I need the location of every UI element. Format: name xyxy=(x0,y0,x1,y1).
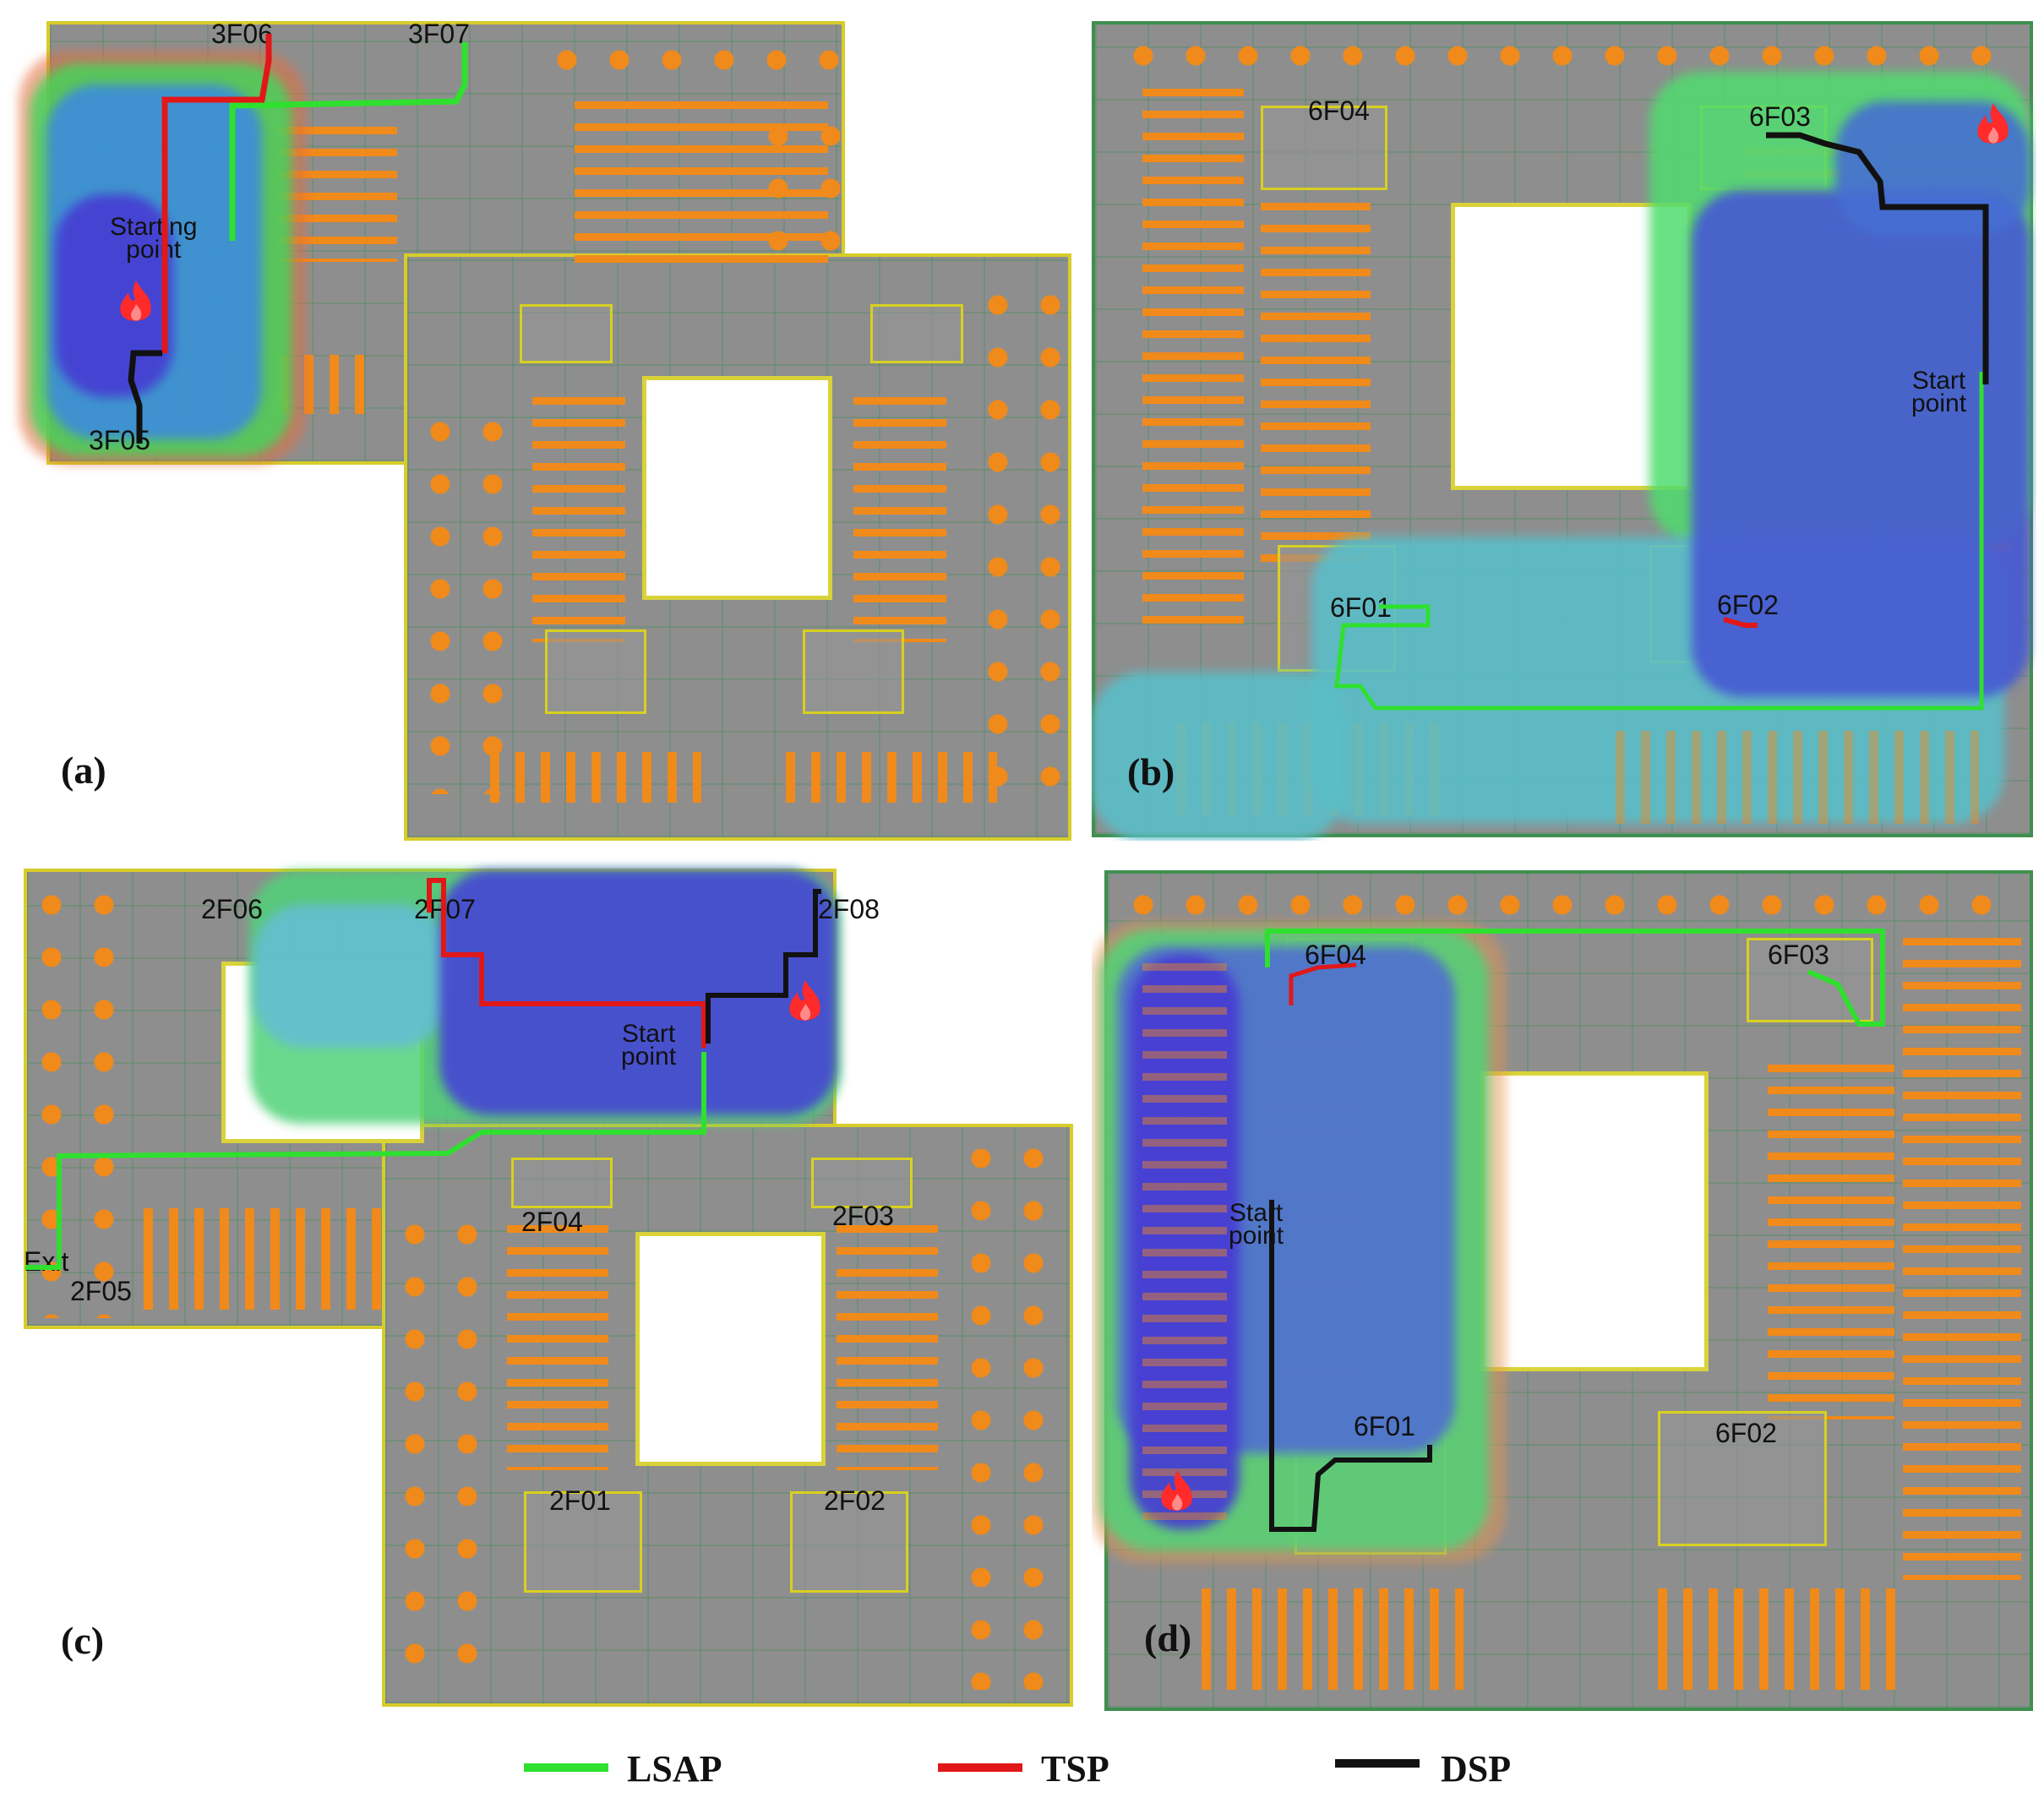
start-point-label-c: Start point xyxy=(621,1020,677,1071)
route-c-dsp xyxy=(706,889,821,1043)
exit-label-c-1: 2F06 xyxy=(201,894,263,924)
shelves-a-dots-1 xyxy=(972,279,1065,803)
smoke-heat-b-cyan-2 xyxy=(1092,672,1345,841)
shelves-d-bottom-2 xyxy=(1658,1588,1911,1690)
exit-label-b-4: 6F02 xyxy=(1717,590,1779,620)
fire-icon xyxy=(1158,1468,1196,1516)
stair-a-1 xyxy=(520,304,613,363)
shelves-a-dots-3 xyxy=(752,110,845,262)
exit-label-a-2: 3F07 xyxy=(408,19,470,49)
shelves-b-bottom-2 xyxy=(1616,731,1979,824)
panel-letter-b: (b) xyxy=(1127,750,1175,793)
fire-icon xyxy=(1974,101,2013,149)
shelves-a-6 xyxy=(786,752,997,803)
route-a-tsp xyxy=(161,34,272,353)
shelves-c-mid-2 xyxy=(837,1225,938,1470)
route-a-lsap xyxy=(229,42,468,241)
legend-label-lsap: LSAP xyxy=(627,1748,722,1790)
legend-label-tsp: TSP xyxy=(1041,1748,1109,1790)
stair-a-4 xyxy=(803,629,904,714)
smoke-heat-c-cyan xyxy=(253,904,448,1048)
exit-label-d-2: 6F03 xyxy=(1768,940,1829,970)
stair-b-1 xyxy=(1261,106,1387,190)
exit-label-d-4: 6F02 xyxy=(1715,1418,1777,1448)
exit-label-a-1: 3F06 xyxy=(211,19,273,49)
shelves-a-dots-4 xyxy=(541,34,845,84)
panel-d: 6F04 6F03 6F01 6F02 Start point (d) xyxy=(1092,853,2036,1732)
shelves-d-left xyxy=(1142,963,1227,1521)
exit-label-c-3: 2F08 xyxy=(818,894,880,924)
fire-icon xyxy=(117,279,155,326)
atrium-d xyxy=(1480,1071,1709,1371)
route-c-tsp xyxy=(427,878,706,1048)
shelves-b-mid xyxy=(1261,203,1371,566)
panel-letter-d: (d) xyxy=(1144,1616,1192,1659)
start-point-label-b: Start point xyxy=(1911,367,1967,417)
exit-label-c-8: 2F02 xyxy=(824,1485,886,1516)
shelves-d-right-2 xyxy=(1903,938,2021,1580)
exit-label-b-2: 6F03 xyxy=(1749,101,1811,132)
legend-swatch-lsap xyxy=(524,1763,608,1772)
shelves-c-mid xyxy=(507,1225,608,1470)
route-c-lsap xyxy=(25,1052,706,1270)
shelves-a-5 xyxy=(490,752,701,803)
start-point-label-a: Starting point xyxy=(110,213,198,264)
route-b-lsap xyxy=(1334,372,1984,711)
stair-c-1 xyxy=(511,1158,613,1208)
panel-b: 6F04 6F03 6F01 6F02 Start point (b) xyxy=(1092,21,2036,841)
smoke-heat-d-core xyxy=(1130,955,1240,1529)
panel-a: 3F06 3F07 3F05 Starting point (a) xyxy=(0,0,1082,845)
exit-label-c-5: 2F03 xyxy=(832,1201,894,1231)
legend-swatch-tsp xyxy=(938,1763,1022,1772)
stair-d-4 xyxy=(1658,1411,1827,1546)
shelves-c-left-lower xyxy=(389,1208,482,1690)
route-d-tsp xyxy=(1289,962,1357,1005)
stair-c-2 xyxy=(811,1158,913,1208)
stair-c-3 xyxy=(524,1491,642,1593)
legend-swatch-dsp xyxy=(1335,1759,1420,1768)
exit-label-c-4: 2F04 xyxy=(521,1207,583,1237)
fire-icon xyxy=(786,978,825,1026)
route-d-lsap xyxy=(1265,929,1885,1027)
atrium-c-2 xyxy=(635,1232,826,1466)
shelves-c-bottomleft xyxy=(144,1208,389,1310)
shelves-a-4 xyxy=(853,397,946,642)
exit-label-c-7: 2F01 xyxy=(549,1485,611,1516)
route-b-tsp xyxy=(1723,617,1758,628)
exit-label-b-1: 6F04 xyxy=(1308,95,1370,126)
stair-a-2 xyxy=(870,304,963,363)
smoke-heat-a-core xyxy=(55,194,173,397)
route-a-dsp xyxy=(128,350,162,444)
shelves-a-dots-2 xyxy=(414,406,507,794)
route-d-dsp xyxy=(1269,1200,1432,1532)
exit-label-c-6: 2F05 xyxy=(70,1276,132,1306)
shelves-c-right xyxy=(955,1132,1065,1690)
panel-c: 2F06 2F07 2F08 2F04 2F03 2F05 2F01 2F02 … xyxy=(0,853,1082,1715)
atrium-a xyxy=(642,376,832,600)
route-b-dsp xyxy=(1766,132,1989,384)
smoke-heat-b-blue xyxy=(1692,190,2030,697)
legend-label-dsp: DSP xyxy=(1441,1748,1512,1790)
shelves-a-3 xyxy=(532,397,625,642)
shelves-b-left xyxy=(1142,89,1244,629)
stair-c-4 xyxy=(790,1491,908,1593)
panel-letter-a: (a) xyxy=(61,749,106,792)
shelves-d-bottom xyxy=(1202,1588,1464,1690)
panel-letter-c: (c) xyxy=(61,1619,105,1662)
shelves-d-right xyxy=(1768,1065,1894,1419)
shelves-c-left xyxy=(25,879,118,1318)
stair-a-3 xyxy=(545,629,646,714)
exit-label-d-3: 6F01 xyxy=(1354,1411,1415,1441)
